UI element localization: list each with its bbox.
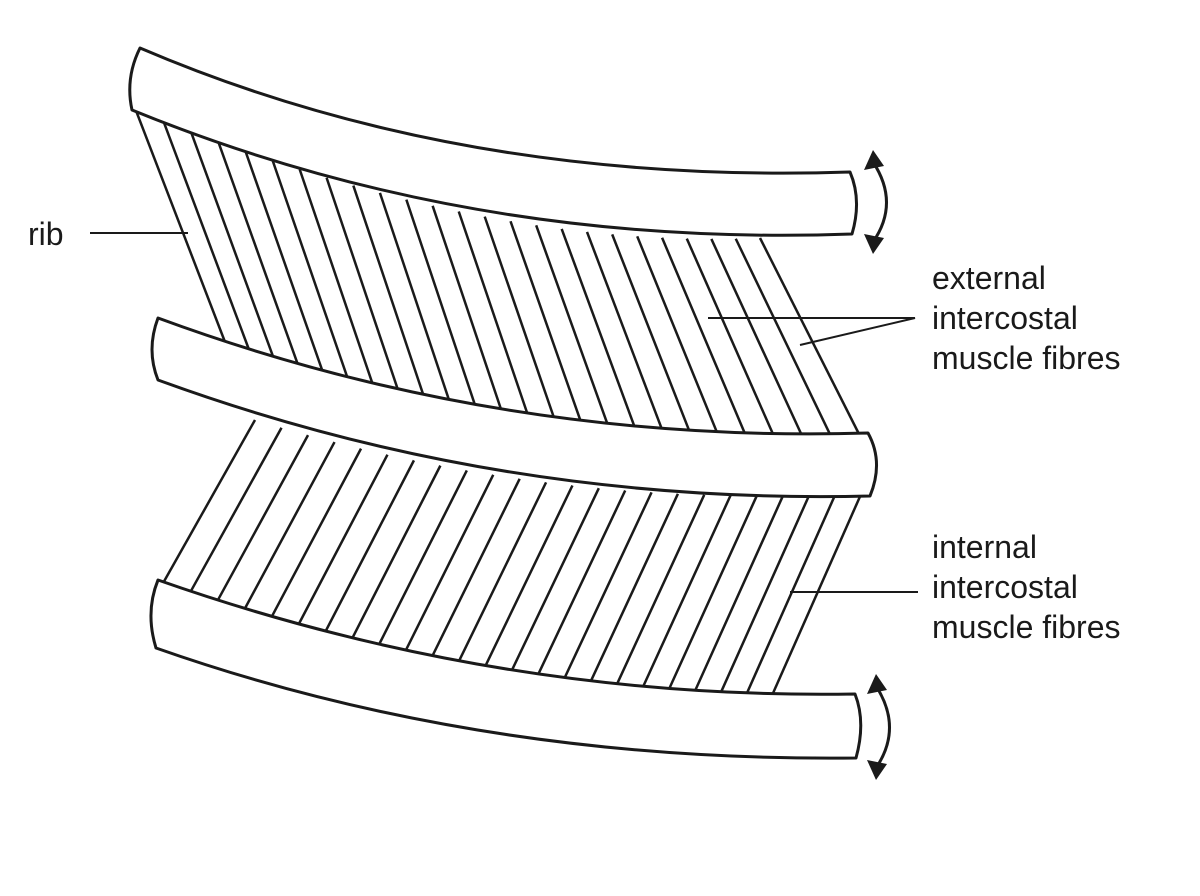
internal-fibre: [241, 441, 336, 615]
external-fibre: [611, 233, 695, 442]
external-fibre: [685, 238, 777, 441]
internal-fibre: [664, 495, 759, 698]
internal-label-line-1: internal: [932, 529, 1037, 565]
external-fibre: [378, 192, 456, 417]
internal-intercostal-fibres: [160, 419, 864, 701]
external-fibre: [585, 231, 668, 441]
external-fibre: [325, 177, 405, 407]
external-fibre: [457, 211, 534, 430]
external-fibre: [189, 130, 280, 373]
internal-fibre: [453, 481, 548, 671]
internal-fibre: [559, 491, 653, 688]
external-intercostal-fibres: [133, 107, 862, 442]
internal-fibre: [267, 448, 363, 623]
external-fibre: [636, 235, 722, 442]
external-fibre: [216, 140, 305, 381]
external-fibre: [352, 185, 431, 412]
internal-fibre: [347, 465, 442, 646]
external-label-line-3: muscle fibres: [932, 340, 1121, 376]
external-fibre: [734, 238, 833, 439]
internal-fibre: [768, 491, 864, 701]
internal-label-line-2: intercostal: [932, 569, 1078, 605]
external-fibre: [710, 238, 805, 440]
internal-fibre: [214, 434, 310, 606]
rib-movement-arrow-bottom: [867, 674, 891, 780]
internal-fibre: [690, 494, 785, 700]
internal-fibre: [506, 487, 600, 680]
external-fibre: [244, 150, 330, 388]
external-fibre: [161, 119, 256, 365]
external-fibres-label: external intercostal muscle fibres: [932, 260, 1121, 376]
rib-label: rib: [28, 216, 64, 252]
internal-fibre: [742, 493, 837, 701]
external-fibre: [509, 220, 587, 435]
external-label-line-1: external: [932, 260, 1046, 296]
external-fibres-leader-line: [708, 317, 916, 346]
internal-fibre: [400, 474, 495, 659]
internal-fibre: [160, 419, 257, 586]
internal-fibre: [374, 469, 468, 653]
internal-fibre: [427, 478, 521, 665]
external-fibre: [431, 205, 508, 426]
external-fibre: [133, 107, 232, 356]
internal-fibre: [187, 427, 283, 596]
internal-fibre: [716, 494, 811, 700]
external-fibre: [298, 168, 380, 401]
internal-fibre: [532, 489, 627, 684]
external-fibre: [405, 199, 482, 422]
external-label-line-2: intercostal: [932, 300, 1078, 336]
internal-fibre: [480, 484, 574, 676]
rib-middle: [150, 316, 879, 499]
external-fibre: [758, 237, 862, 437]
internal-fibre: [321, 459, 416, 639]
internal-fibre: [638, 494, 732, 696]
external-fibre: [660, 237, 750, 442]
external-fibre: [483, 216, 561, 433]
internal-fibre: [294, 454, 389, 631]
internal-fibre: [611, 494, 706, 694]
internal-label-line-3: muscle fibres: [932, 609, 1121, 645]
external-fibre: [560, 228, 641, 439]
external-fibre: [534, 224, 614, 438]
rib-bottom: [149, 578, 863, 760]
external-fibre: [271, 160, 355, 395]
internal-fibre: [585, 493, 680, 691]
rib-movement-arrow-top: [864, 150, 888, 254]
internal-fibres-label: internal intercostal muscle fibres: [932, 529, 1121, 645]
rib-top: [128, 46, 859, 237]
